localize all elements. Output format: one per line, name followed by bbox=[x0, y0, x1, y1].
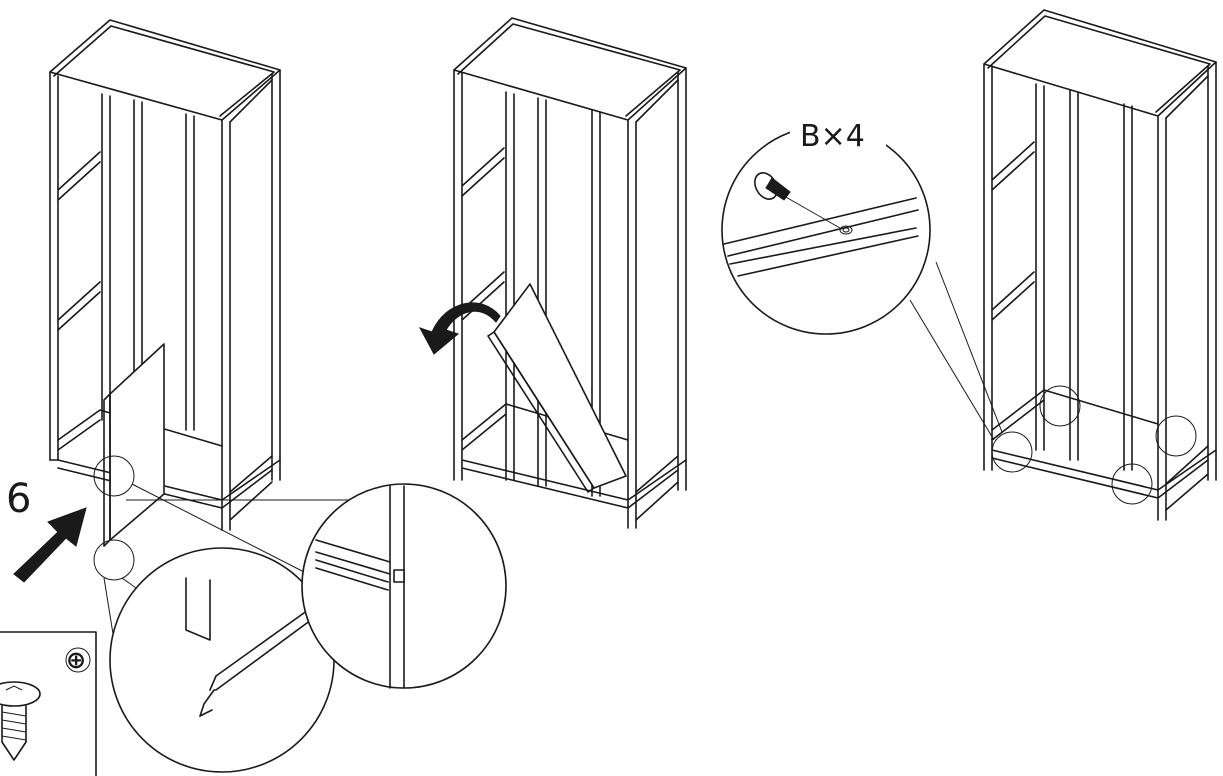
step-number: 6 bbox=[6, 476, 31, 522]
detail-callouts-panel-1 bbox=[93, 455, 507, 773]
screw-icon bbox=[754, 172, 791, 201]
wardrobe-panel-3 bbox=[983, 9, 1217, 521]
screw-quantity-label: B×4 bbox=[800, 119, 865, 154]
wardrobe-panel-2 bbox=[453, 17, 687, 529]
insert-arrow-icon bbox=[13, 507, 87, 583]
hardware-box: ⊕ bbox=[0, 631, 97, 776]
phillips-drive-icon: ⊕ bbox=[66, 646, 86, 674]
rotate-arrow-icon bbox=[418, 302, 501, 355]
screw-icon bbox=[0, 681, 41, 761]
screw-detail-callout bbox=[721, 125, 1003, 441]
wardrobe-panel-1 bbox=[49, 19, 281, 547]
